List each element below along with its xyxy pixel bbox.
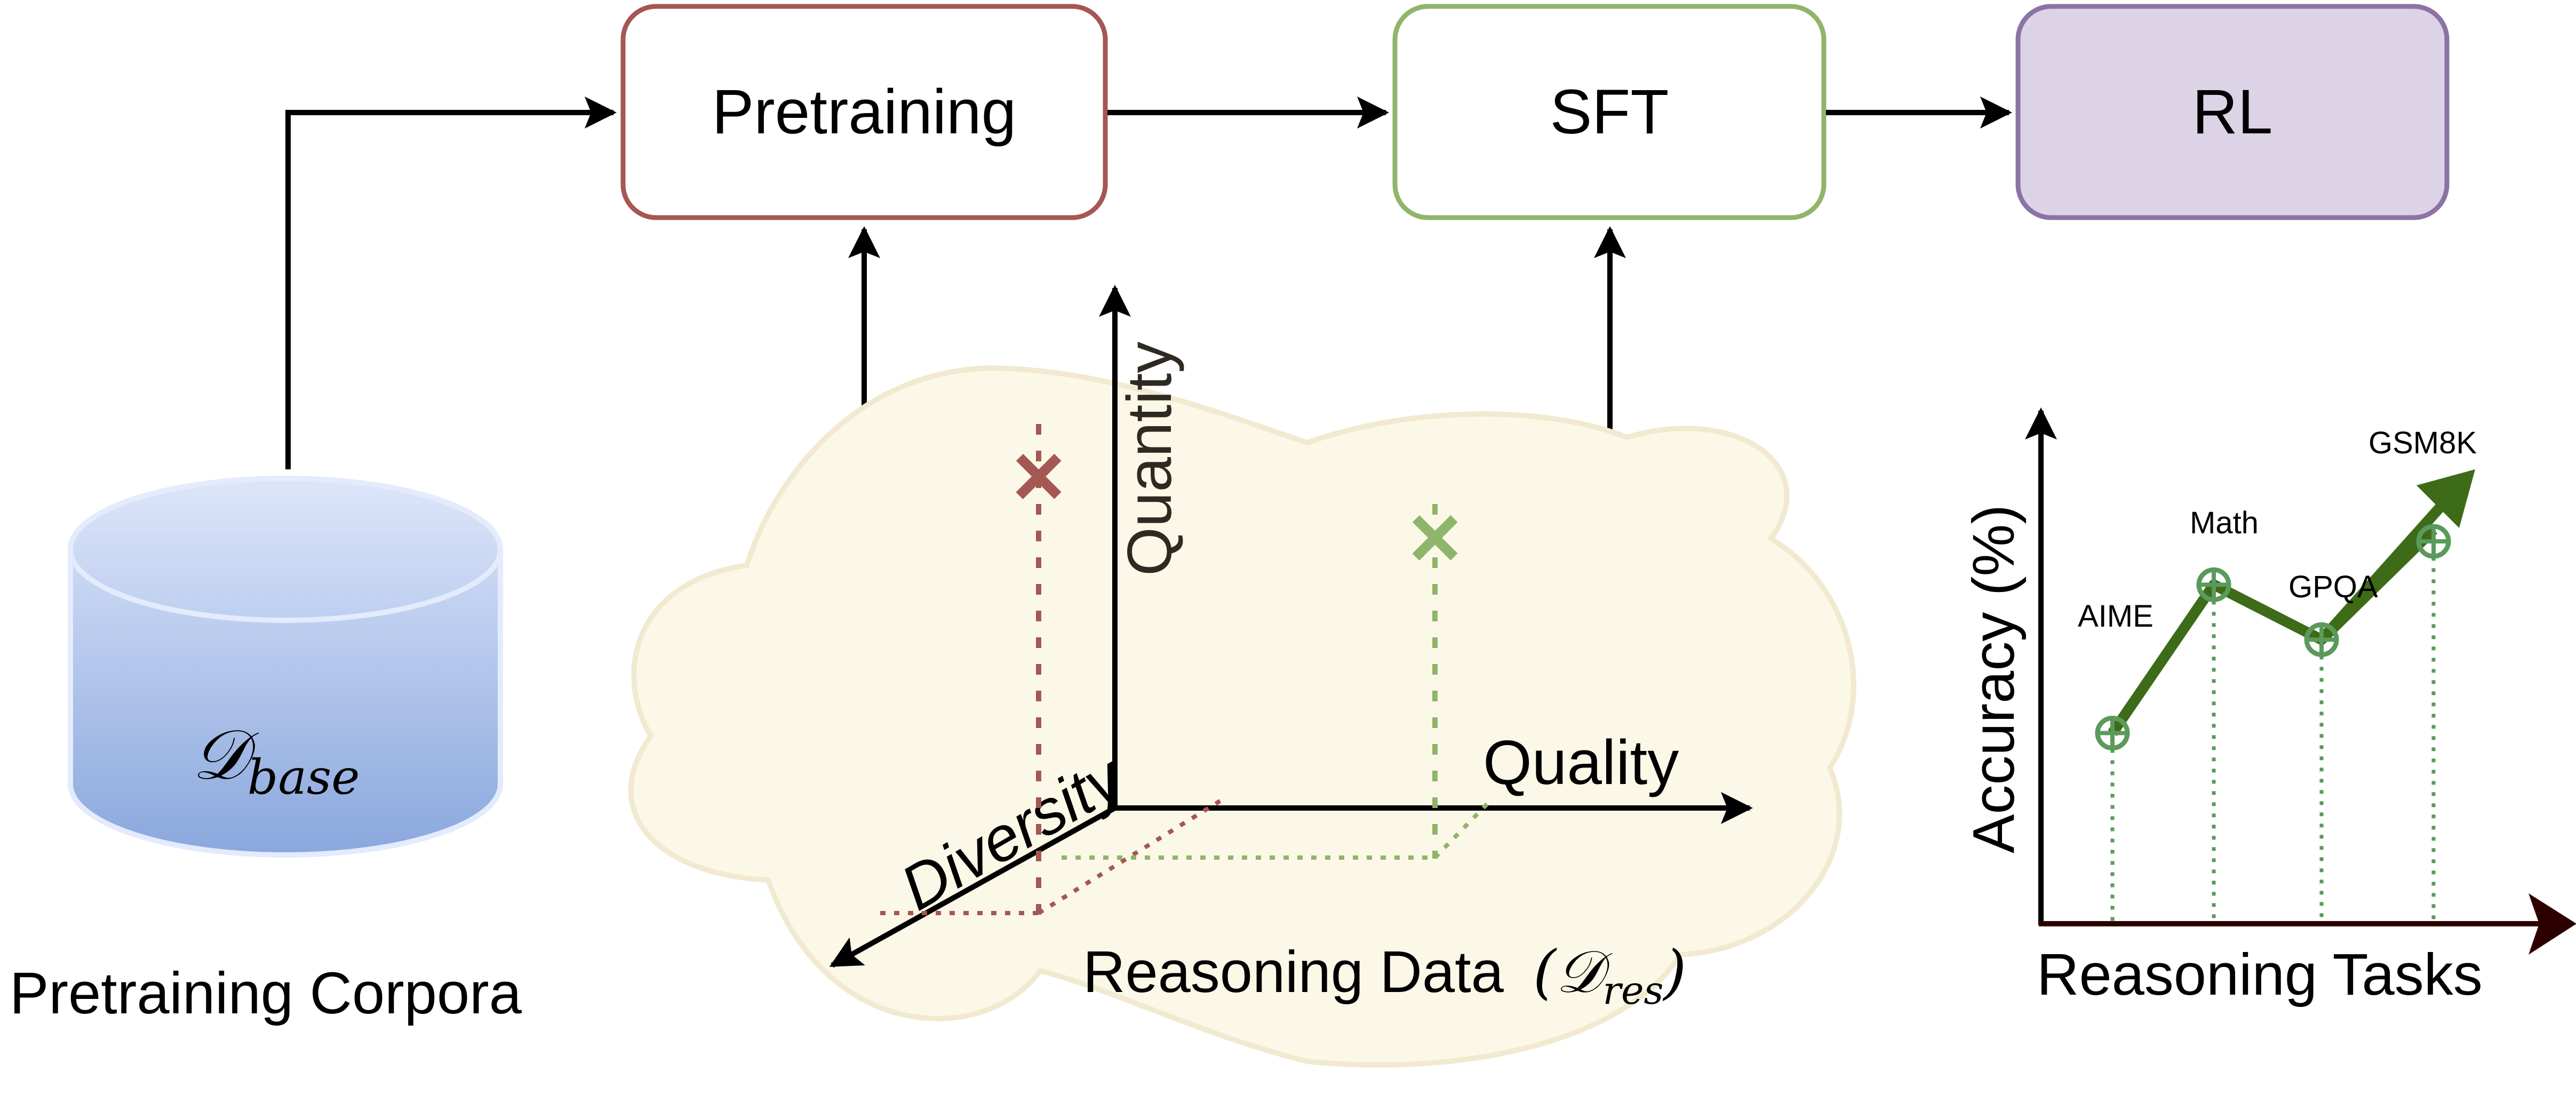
stage-rl-label: RL — [2192, 77, 2273, 147]
pretraining-corpora-database: 𝒟base Pretraining Corpora — [10, 476, 522, 1026]
stage-pretraining-label: Pretraining — [712, 77, 1017, 147]
reasoning-data-cloud: Quantity Quality Diversity × × Reasoning… — [628, 285, 1856, 1068]
stage-pretraining: Pretraining — [620, 4, 1108, 220]
task-label-gpqa: GPQA — [2288, 570, 2378, 604]
arrow-corpora-to-pretraining — [285, 97, 617, 469]
quality-axis-label: Quality — [1483, 727, 1679, 798]
quantity-axis-label: Quantity — [1114, 342, 1185, 576]
chart-x-axis-arrowhead — [2529, 893, 2576, 955]
task-label-math: Math — [2190, 506, 2259, 540]
sft-data-marker: × — [1408, 486, 1461, 588]
corpora-caption: Pretraining Corpora — [10, 961, 522, 1026]
stage-rl: RL — [2015, 4, 2450, 220]
chart-y-label: Accuracy (%) — [1961, 505, 2027, 853]
diversity-axis — [829, 805, 1116, 968]
sft-point-projections — [1062, 504, 1490, 860]
accuracy-trend-line — [2108, 526, 2438, 737]
pretraining-data-marker: × — [1012, 425, 1065, 526]
pretraining-point-projections — [880, 424, 1223, 915]
trend-arrow-head — [2417, 469, 2475, 528]
stage-sft-label: SFT — [1550, 77, 1669, 147]
chart-x-label: Reasoning Tasks — [2037, 942, 2483, 1007]
stage-sft: SFT — [1392, 4, 1827, 220]
reasoning-data-caption: Reasoning Data (𝒟res) — [1083, 938, 1686, 1013]
task-label-gsm8k: GSM8K — [2368, 426, 2477, 460]
task-label-aime: AIME — [2078, 599, 2154, 634]
